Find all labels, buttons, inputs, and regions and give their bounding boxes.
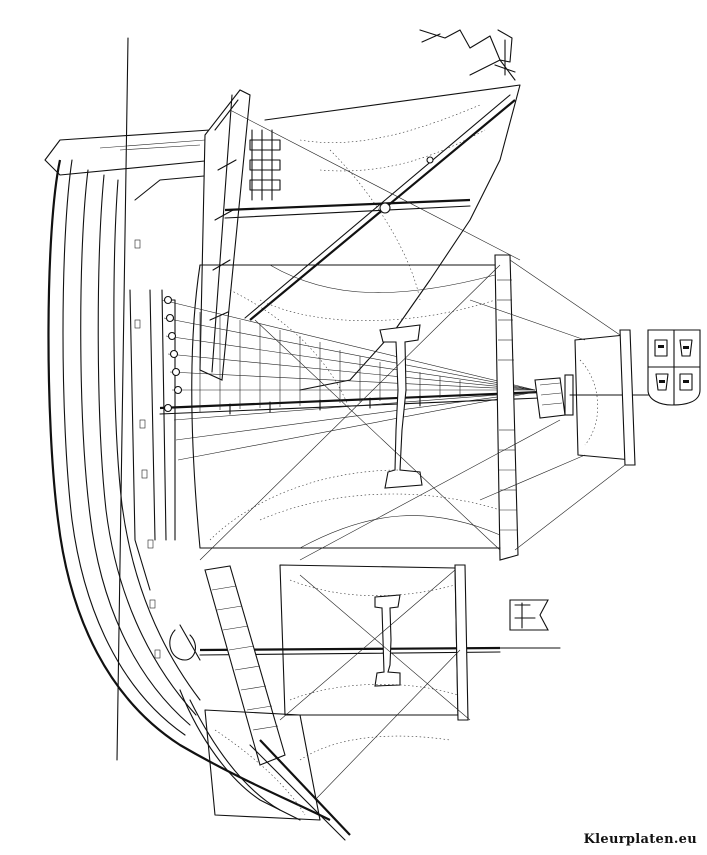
royal-standard-flag bbox=[647, 329, 701, 406]
sail-curves bbox=[209, 289, 451, 761]
stern-castle bbox=[199, 89, 281, 381]
waterline-reference bbox=[116, 37, 129, 761]
hull bbox=[44, 119, 331, 821]
watermark-text: Kleurplaten.eu bbox=[583, 832, 697, 847]
rigging bbox=[199, 109, 561, 801]
bowsprit bbox=[169, 565, 351, 841]
crows-nest bbox=[469, 259, 651, 551]
main-mast bbox=[159, 295, 541, 461]
main-sail bbox=[191, 254, 519, 561]
mizzen-sail bbox=[224, 59, 521, 391]
pennant-flag bbox=[419, 29, 516, 76]
fore-sail bbox=[199, 564, 561, 721]
